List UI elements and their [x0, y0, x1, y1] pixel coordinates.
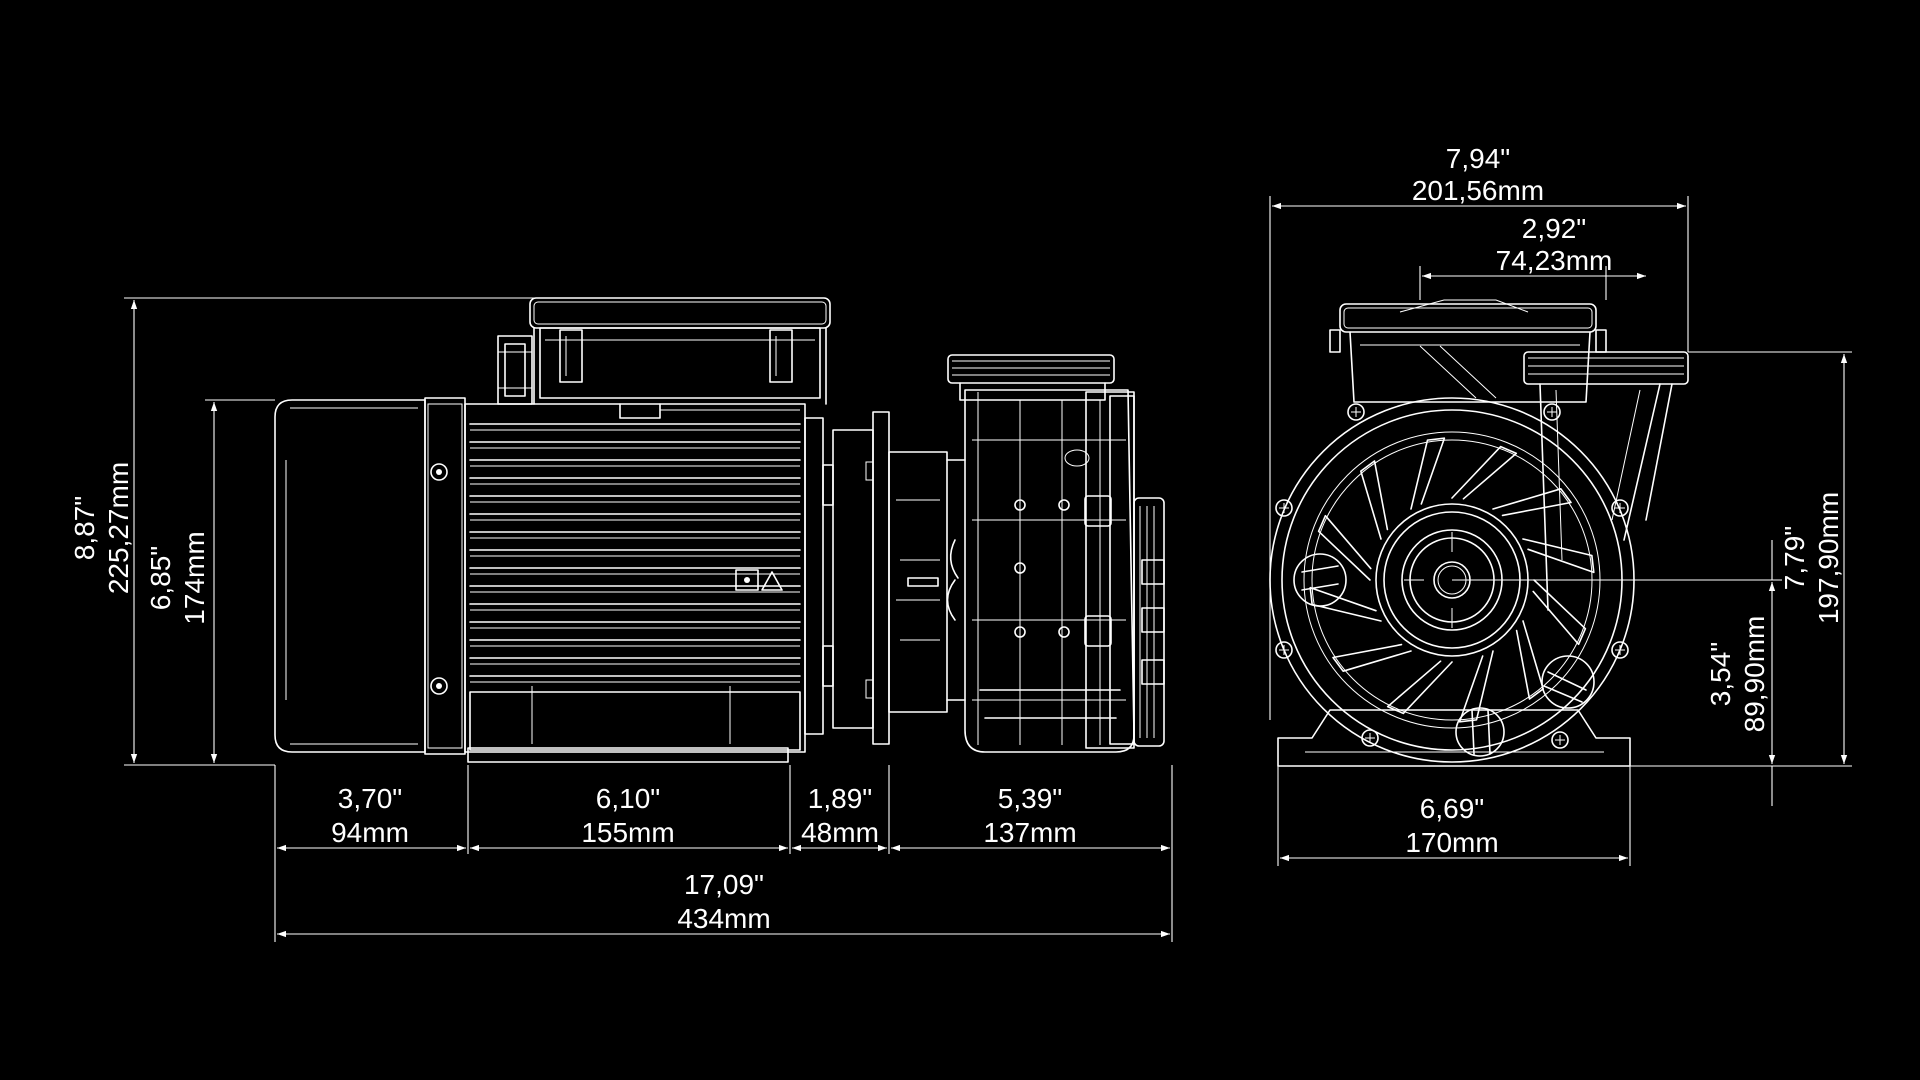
extension-line: [274, 765, 1173, 942]
offset-width-inch-label: 2,92": [1522, 213, 1586, 244]
extension-line: [1277, 766, 1631, 866]
bolt-slot: [1615, 503, 1625, 513]
shaft-height-inch-label: 3,54": [1705, 642, 1736, 706]
segment-3-mm-label: 48mm: [801, 817, 879, 848]
segment-2-mm-label: 155mm: [581, 817, 674, 848]
housing-rib: [1458, 650, 1494, 723]
overall-width-mm-label: 201,56mm: [1412, 175, 1544, 206]
housing-rib: [1386, 660, 1453, 715]
housing-rib: [1451, 445, 1518, 500]
earth-symbol-icon: [735, 569, 759, 591]
housing-rib: [1309, 586, 1382, 622]
motor-height-inch-label: 6,85": [145, 546, 176, 610]
segment-2-inch-label: 6,10": [596, 783, 660, 814]
warning-triangle-icon: [761, 571, 783, 591]
housing-rib: [1360, 460, 1389, 540]
outlet-union: [947, 354, 1115, 401]
pump-base: [1277, 709, 1631, 767]
motor-flange: [804, 417, 824, 735]
pump-front-cover: [1084, 391, 1135, 749]
side-view: [274, 297, 1165, 763]
base-width-inch-label: 6,69": [1420, 793, 1484, 824]
housing-ribs: [1309, 437, 1595, 723]
bolt-icon: [1543, 403, 1561, 421]
bolt-slot: [1547, 407, 1557, 417]
motor-foot: [467, 747, 789, 763]
bolt-icon: [1275, 641, 1293, 659]
bolt-slot: [1351, 407, 1361, 417]
housing-rib: [1332, 643, 1412, 672]
overall-length-inch-label: 17,09": [684, 869, 764, 900]
bolt-icon: [1611, 641, 1629, 659]
overall-height-mm-label: 225,27mm: [103, 462, 134, 594]
terminal-box-front: [1329, 299, 1607, 403]
housing-rib: [1317, 514, 1372, 581]
inlet-union: [1133, 497, 1165, 747]
cover-knob-icon: [1293, 553, 1347, 607]
motor-height-mm-label: 174mm: [179, 531, 210, 624]
housing-rib: [1522, 538, 1595, 574]
shaft-height-mm-label: 89,90mm: [1739, 616, 1770, 733]
segment-4-mm-label: 137mm: [983, 817, 1076, 848]
dimension-labels: 8,87" 225,27mm 6,85" 174mm 3,70" 94mm 6,…: [69, 143, 1844, 934]
front-view: [1269, 299, 1689, 767]
cooling-fins: [469, 423, 801, 683]
housing-rib: [1410, 437, 1446, 510]
housing-rib: [1532, 579, 1587, 646]
bolt-icon: [1551, 731, 1569, 749]
bolt-slot: [1279, 645, 1289, 655]
offset-width-mm-label: 74,23mm: [1496, 245, 1613, 276]
bolt-slot: [1615, 645, 1625, 655]
segment-1-mm-label: 94mm: [331, 817, 409, 848]
bolt-slot: [1279, 503, 1289, 513]
outlet-port: [1523, 351, 1689, 611]
motor-body: [464, 403, 806, 753]
motor-end-cap: [274, 399, 426, 753]
cover-knob-icon: [1541, 655, 1595, 709]
pump-volute: [946, 389, 1135, 753]
pump-adapter: [832, 429, 874, 729]
dimension-lines: [124, 196, 1852, 942]
segment-3-inch-label: 1,89": [808, 783, 872, 814]
bolt-icon: [1611, 499, 1629, 517]
housing-bolts: [1275, 403, 1629, 749]
bolt-icon: [1275, 499, 1293, 517]
bolt-slot: [1365, 733, 1375, 743]
collar-screw-icon: [430, 463, 448, 481]
bolt-icon: [1361, 729, 1379, 747]
cover-knob-icon: [1455, 707, 1505, 757]
bolt-slot: [1555, 735, 1565, 745]
housing-rib: [1515, 620, 1544, 700]
extension-line: [1452, 351, 1852, 767]
segment-1-inch-label: 3,70": [338, 783, 402, 814]
base-width-mm-label: 170mm: [1405, 827, 1498, 858]
overall-length-mm-label: 434mm: [677, 903, 770, 934]
mounting-bracket: [872, 411, 890, 745]
bolt-icon: [1347, 403, 1365, 421]
overall-width-inch-label: 7,94": [1446, 143, 1510, 174]
extension-line: [1269, 196, 1689, 720]
terminal-box: [529, 297, 831, 419]
motor-collar: [424, 397, 466, 755]
segment-4-inch-label: 5,39": [998, 783, 1062, 814]
extension-line: [124, 297, 560, 766]
front-height-inch-label: 7,79": [1779, 526, 1810, 590]
cable-gland: [497, 335, 533, 405]
housing-rib: [1492, 488, 1572, 517]
collar-screw-icon: [430, 677, 448, 695]
front-height-mm-label: 197,90mm: [1813, 492, 1844, 624]
bracket-neck: [888, 451, 948, 713]
overall-height-inch-label: 8,87": [69, 496, 100, 560]
